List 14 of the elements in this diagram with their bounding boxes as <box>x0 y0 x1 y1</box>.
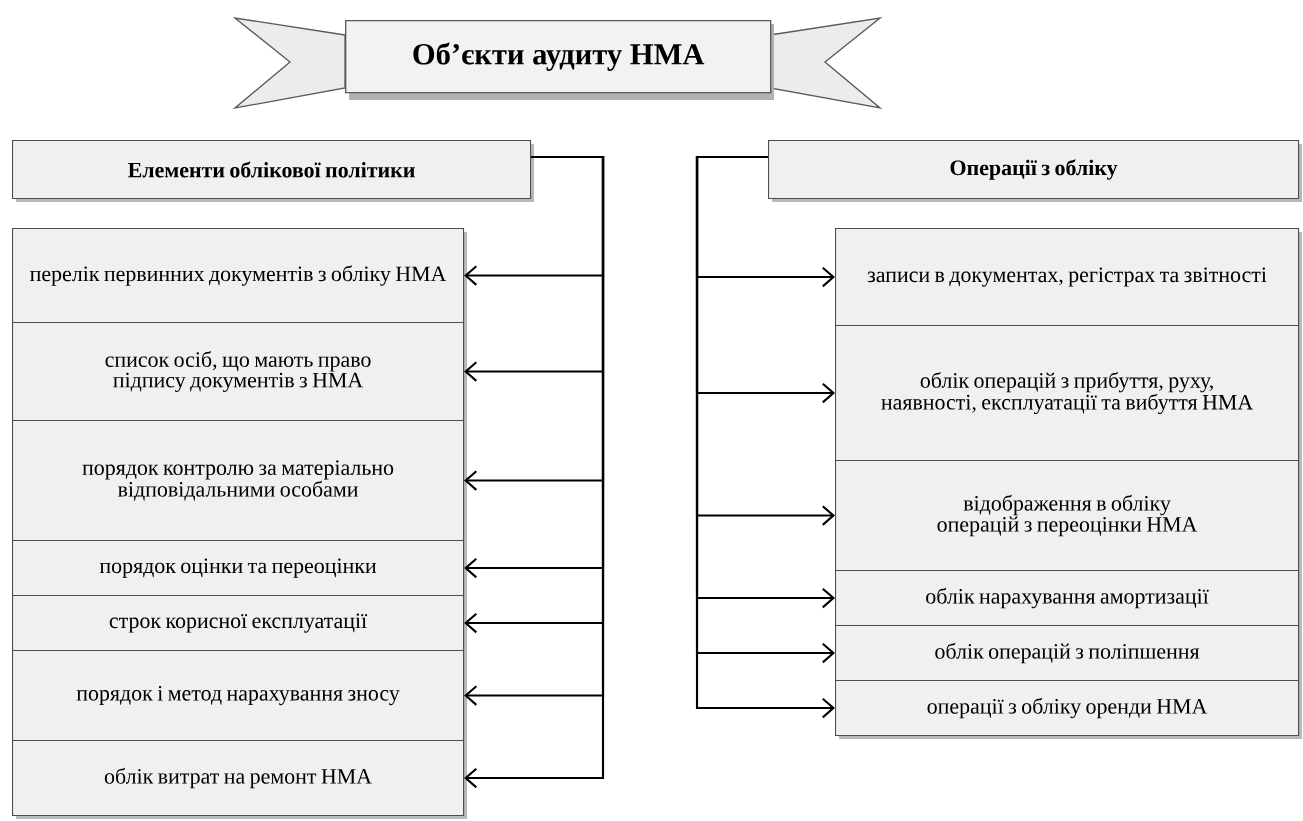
item-box: облік операцій з прибуття, руху, наявності, експлуатації та вибуття НМА <box>835 325 1302 464</box>
item-box: облік витрат на ремонт НМА <box>12 740 467 819</box>
item-box: облік операцій з поліпшення <box>835 625 1302 684</box>
header-box: Операції з обліку <box>768 140 1302 202</box>
item-box: порядок і метод нарахування зносу <box>12 650 467 744</box>
item-box: строк корисної експлуатації <box>12 595 467 654</box>
header-box: Елементи облікової політики <box>12 140 534 202</box>
item-box: список осіб, що мають право підпису документів з НМА <box>12 322 467 424</box>
item-box: операції з обліку оренди НМА <box>835 680 1302 739</box>
item-box: порядок оцінки та переоцінки <box>12 540 467 599</box>
item-box: записи в документах, регістрах та звітності <box>835 228 1302 329</box>
item-box: облік нарахування амортизації <box>835 570 1302 629</box>
title-banner: Об’єкти аудиту НМА <box>232 16 883 110</box>
item-box: перелік первинних документів з обліку НМА <box>12 228 467 326</box>
